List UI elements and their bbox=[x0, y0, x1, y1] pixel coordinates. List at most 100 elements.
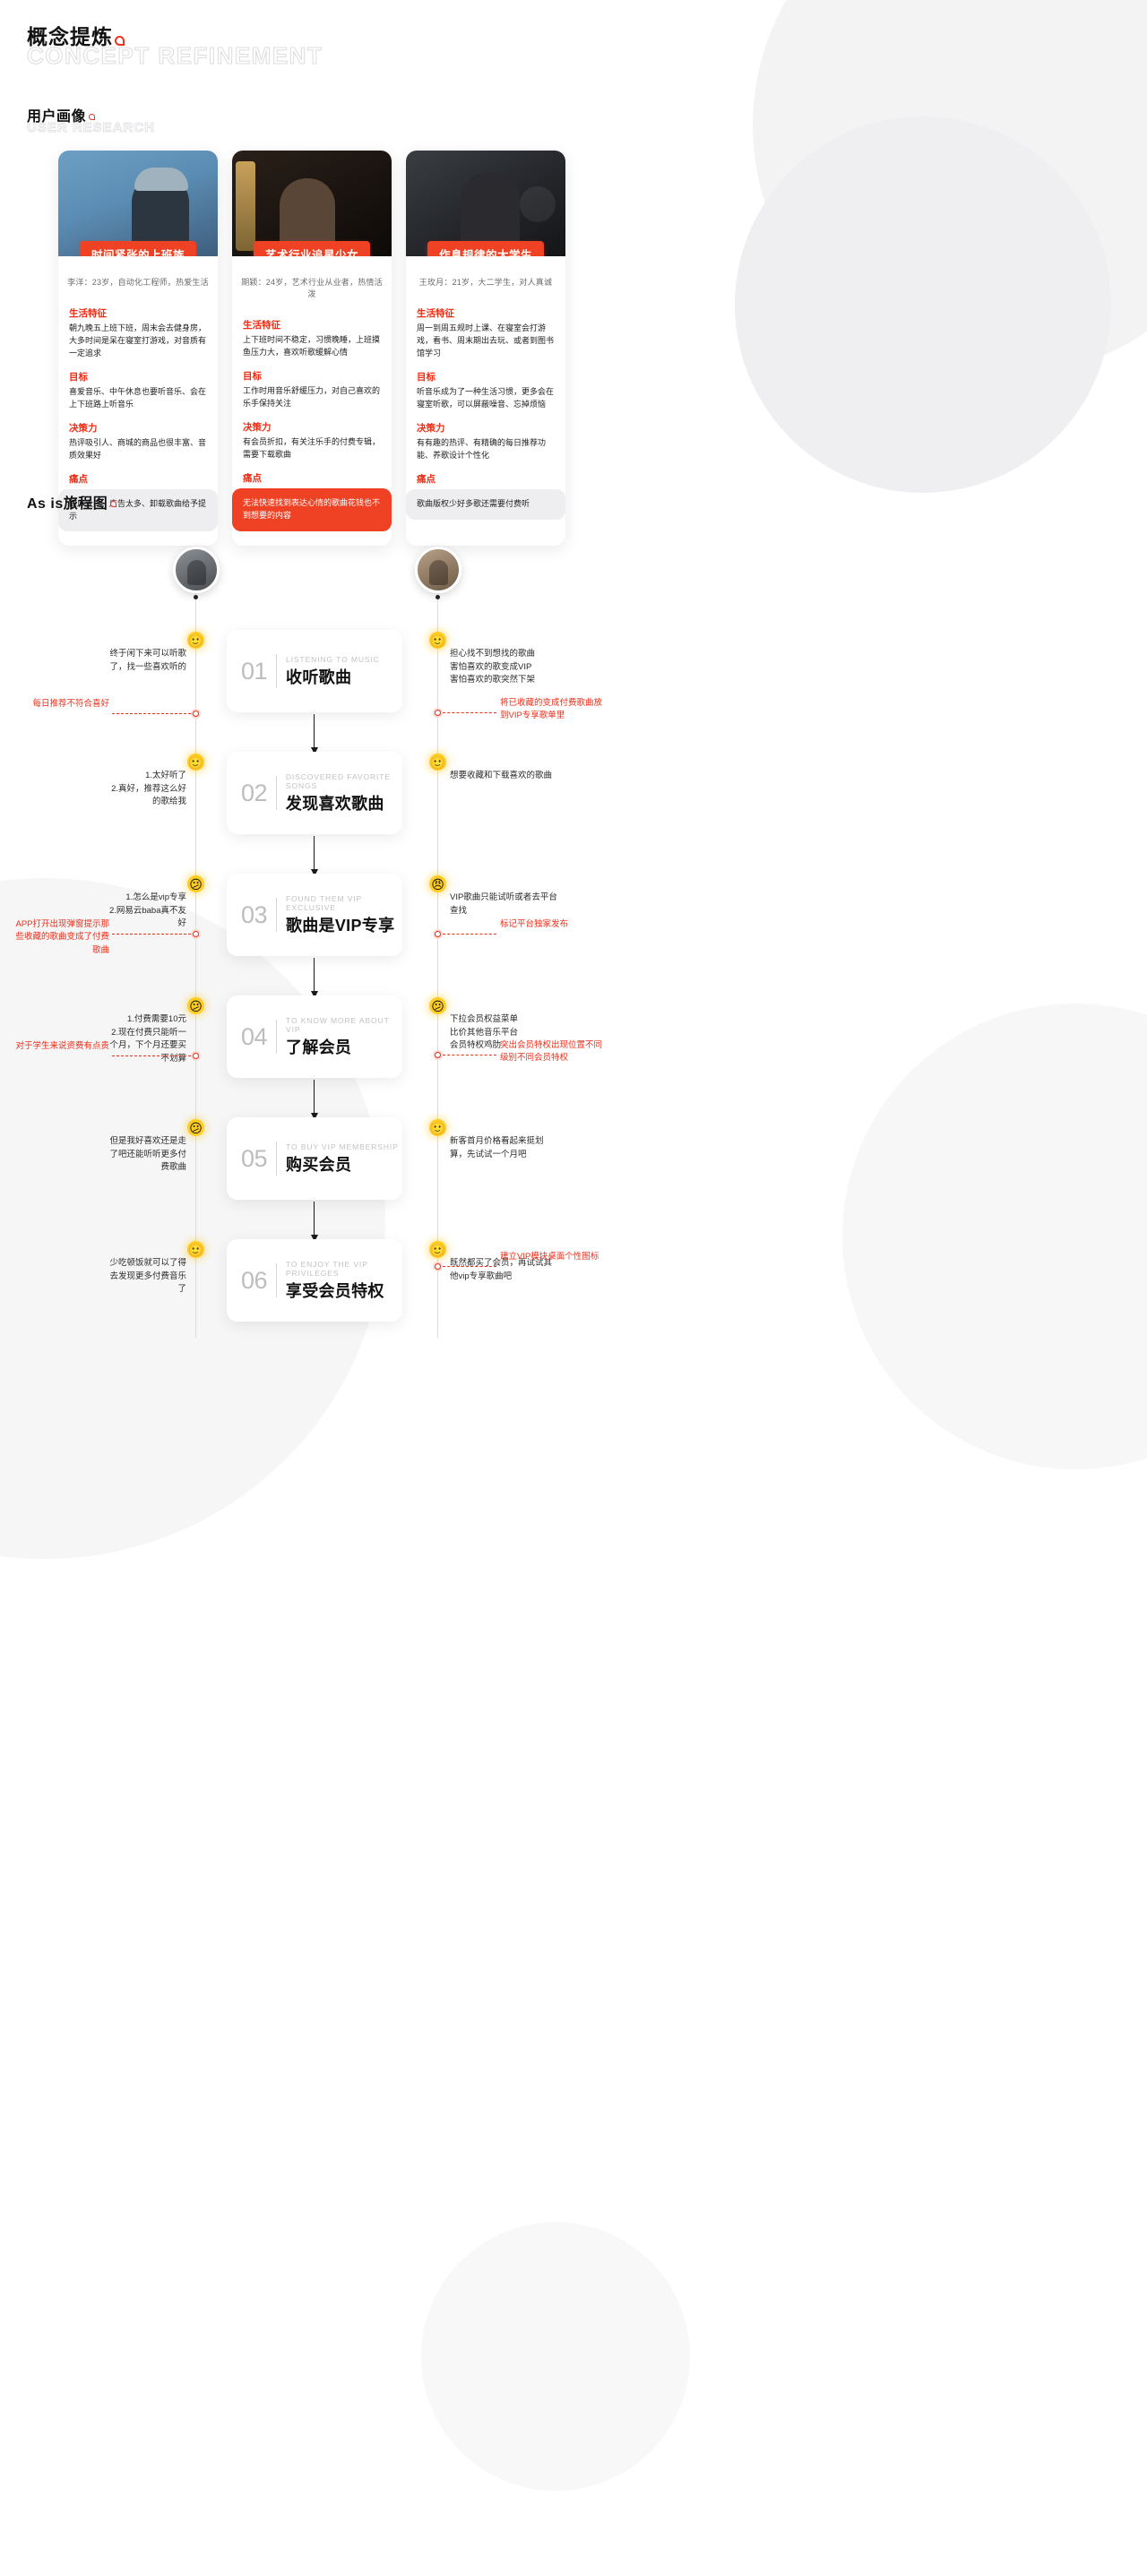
journey-emotion-icon: 🙂 bbox=[187, 754, 204, 771]
journey-quote-left: 1.付费需要10元 2.现在付费只能听一个月，下个月还要买不划算 bbox=[109, 1014, 186, 1064]
persona-block-text: 热评吸引人、商城的商品也很丰富、音质效果好 bbox=[69, 437, 207, 460]
persona-badge: 时间紧张的上班族 bbox=[79, 241, 197, 256]
journey-quote-right: 担心找不到想找的歌曲 害怕喜欢的歌变成VIP 害怕喜欢的歌突然下架 bbox=[450, 649, 536, 685]
pain-point-marker bbox=[433, 708, 443, 718]
journey-emotion-icon: 🙂 bbox=[187, 1241, 204, 1258]
pain-label-right: 建立VIP模块桌面个性图标 bbox=[500, 1252, 599, 1262]
pain-label-right: 将已收藏的变成付费歌曲放到VIP专享歌单里 bbox=[500, 698, 603, 721]
persona-meta: 李洋：23岁，自动化工程师，热爱生活 bbox=[67, 278, 209, 287]
journey-step-label-cn: 收听歌曲 bbox=[286, 668, 352, 686]
persona-block-head: 目标 bbox=[417, 371, 436, 383]
persona-body: 生活特征 周一到周五规时上课、在寝室会打游戏，看书、周末期出去玩、或者到图书馆学… bbox=[406, 288, 565, 520]
journey-step-label-en: TO KNOW MORE ABOUT VIP bbox=[286, 1015, 390, 1034]
journey-quote-left: 少吃顿饭就可以了得去发现更多付费音乐了 bbox=[109, 1258, 186, 1295]
journey-lane-left bbox=[195, 593, 196, 1338]
divider bbox=[276, 1263, 277, 1297]
divider bbox=[276, 1142, 278, 1176]
pain-label-left: APP打开出现弹窗提示那些收藏的歌曲变成了付费歌曲 bbox=[15, 919, 109, 955]
persona-pain-box: 曲库太少、广告太多、卸载歌曲给予提示 bbox=[58, 488, 218, 532]
journey-lane-right bbox=[437, 593, 438, 1338]
persona-block-head: 目标 bbox=[69, 371, 88, 383]
pain-connector-line bbox=[112, 1055, 191, 1056]
section-title-persona: 用户画像 bbox=[27, 109, 87, 125]
pain-point-marker bbox=[433, 1050, 443, 1060]
persona-pain-box: 无法快速找到表达心情的歌曲花钱也不到想要的内容 bbox=[232, 487, 392, 531]
accent-dot-icon bbox=[89, 114, 96, 120]
journey-connector-arrow bbox=[310, 836, 318, 876]
page-title: 概念提炼 bbox=[27, 25, 113, 48]
journey-emotion-icon: 🙂 bbox=[429, 1241, 446, 1258]
pain-point-marker bbox=[191, 929, 201, 939]
persona-block-head: 决策力 bbox=[243, 421, 272, 433]
journey-step-number: 02 bbox=[241, 779, 268, 806]
persona-block-head: 目标 bbox=[243, 370, 262, 382]
persona-badge: 作息规律的大学生 bbox=[427, 241, 545, 256]
persona-photo: 作息规律的大学生 bbox=[406, 151, 565, 256]
journey-emotion-icon: 😕 bbox=[187, 1119, 204, 1136]
pain-point-marker bbox=[191, 709, 201, 719]
journey-step-label-cn: 享受会员特权 bbox=[285, 1281, 384, 1300]
journey-quote-left: 但是我好喜欢还是走了吧还能听听更多付费歌曲 bbox=[109, 1136, 186, 1173]
journey-connector-arrow bbox=[310, 958, 318, 998]
journey-step-text: TO ENJOY THE VIP PRIVILEGES 享受会员特权 bbox=[286, 1260, 402, 1302]
persona-card[interactable]: 作息规律的大学生 王玫月：21岁，大二学生，对人真诚 生活特征 周一到周五规时上… bbox=[406, 151, 565, 547]
journey-emotion-icon: 🙂 bbox=[429, 754, 446, 771]
lane-start-dot-icon bbox=[194, 595, 198, 599]
journey-quote-left: 终于闲下来可以听歌了，找一些喜欢听的 bbox=[109, 649, 186, 672]
persona-block-head: 生活特征 bbox=[69, 308, 107, 319]
section-header-persona: 用户画像 USER RESEARCH bbox=[26, 104, 156, 136]
lane-start-dot-icon bbox=[436, 595, 440, 599]
journey-step-label-cn: 发现喜欢歌曲 bbox=[285, 794, 384, 813]
pain-label-left: 每日推荐不符合喜好 bbox=[32, 699, 109, 709]
divider bbox=[276, 1020, 278, 1054]
journey-step-label-cn: 购买会员 bbox=[286, 1155, 352, 1174]
pain-connector-line bbox=[443, 712, 496, 713]
persona-pain-head: 痛点 bbox=[243, 472, 262, 484]
persona-block-text: 有会员折扣，有关注乐手的付费专辑，需要下载歌曲 bbox=[243, 436, 381, 459]
accent-dot-icon bbox=[110, 501, 117, 507]
persona-block-head: 决策力 bbox=[417, 422, 445, 434]
persona-block-head: 决策力 bbox=[69, 422, 98, 434]
background-blob-mid-right bbox=[842, 1004, 1147, 1469]
persona-card[interactable]: 时间紧张的上班族 李洋：23岁，自动化工程师，热爱生活 生活特征 朝九晚五上班下… bbox=[58, 151, 218, 547]
journey-step-number: 06 bbox=[241, 1266, 268, 1294]
persona-body: 生活特征 上下班时间不稳定，习惯晚睡，上班摸鱼压力大，喜欢听歌缓解心情 目标 工… bbox=[232, 299, 392, 531]
pain-connector-line bbox=[443, 934, 496, 935]
pain-point-marker bbox=[191, 1051, 201, 1061]
pain-label-right: 标记平台独家发布 bbox=[500, 919, 569, 929]
persona-meta: 期颖：24岁，艺术行业从业者，热情活泼 bbox=[241, 278, 383, 298]
journey-emotion-icon: 😠 bbox=[429, 875, 446, 892]
pain-label-right: 突出会员特权出现位置不同级别不同会员特权 bbox=[500, 1040, 603, 1064]
section-subtitle-persona: USER RESEARCH bbox=[26, 120, 156, 136]
journey-step-number: 01 bbox=[241, 657, 268, 685]
background-blob-bottom bbox=[421, 2222, 690, 2491]
persona-block-text: 朝九晚五上班下班，周末会去健身房，大多时间是呆在寝室打游戏，对音质有一定追求 bbox=[69, 323, 207, 358]
page-title-en: CONCEPT REFINEMENT bbox=[26, 42, 323, 70]
journey-quote-left: 1.太好听了 2.真好，推荐这么好的歌给我 bbox=[111, 771, 186, 807]
persona-block-head: 生活特征 bbox=[243, 320, 280, 331]
journey-quote-right: 下拉会员权益菜单 比价其他音乐平台 会员特权鸡肋 bbox=[450, 1014, 519, 1051]
journey-emotion-icon: 🙂 bbox=[429, 632, 446, 649]
pain-connector-line bbox=[443, 1266, 496, 1267]
persona-block-text: 有有趣的热评、有精确的每日推荐功能、养歌设计个性化 bbox=[417, 437, 547, 460]
journey-emotion-icon: 😕 bbox=[429, 997, 446, 1014]
persona-pain-box: 歌曲版权少好多歌还需要付费听 bbox=[406, 488, 565, 520]
persona-block-text: 听音乐成为了一种生活习惯，更多会在寝室听歌，可以屏蔽噪音、忘掉烦恼 bbox=[417, 386, 555, 409]
persona-block-text: 上下班时间不稳定，习惯晚睡，上班摸鱼压力大，喜欢听歌缓解心情 bbox=[243, 335, 381, 357]
divider bbox=[276, 654, 278, 688]
journey-quote-right: VIP歌曲只能试听或者去平台查找 bbox=[450, 892, 557, 916]
persona-card[interactable]: 艺术行业追星少女 期颖：24岁，艺术行业从业者，热情活泼 生活特征 上下班时间不… bbox=[232, 151, 392, 547]
journey-step-card[interactable]: 06 TO ENJOY THE VIP PRIVILEGES 享受会员特权 bbox=[227, 1239, 402, 1322]
divider bbox=[276, 776, 277, 810]
section-title-journey: As is旅程图 bbox=[27, 496, 108, 512]
journey-step-label-en: TO ENJOY THE VIP PRIVILEGES bbox=[285, 1259, 368, 1278]
journey-quote-right: 既然都买了会员，再试试其他vip专享歌曲吧 bbox=[450, 1258, 553, 1281]
